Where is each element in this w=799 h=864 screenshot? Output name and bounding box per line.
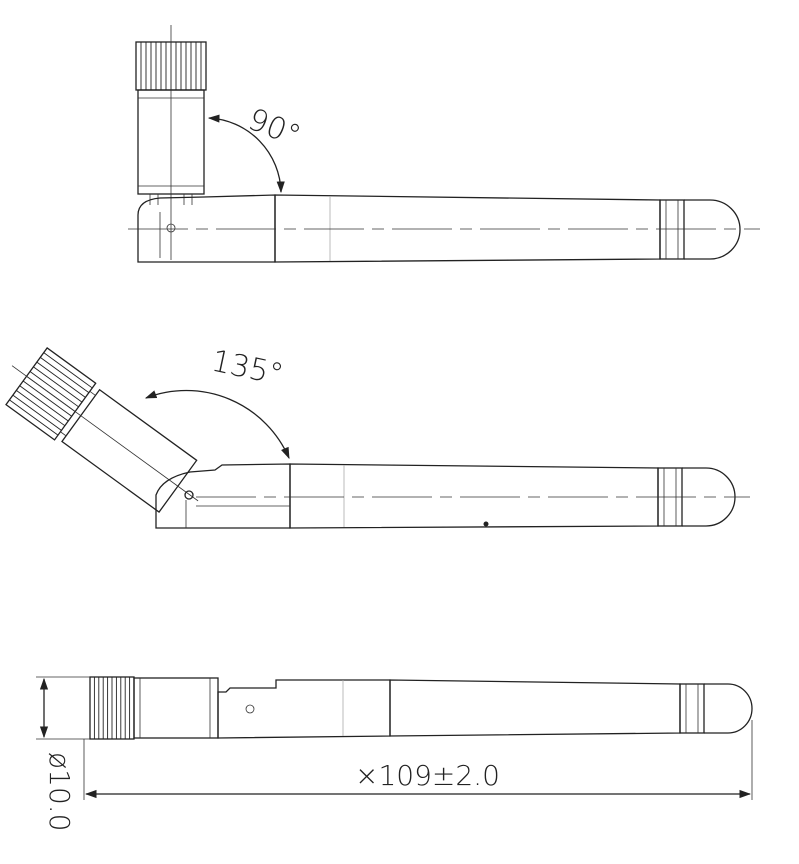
angle-arc-90	[207, 114, 285, 194]
antenna-whip	[274, 194, 661, 263]
connector-body-straight	[133, 677, 219, 739]
hinge-straight	[217, 679, 391, 739]
antenna-whip-straight	[389, 679, 681, 737]
antenna-rings	[659, 199, 685, 260]
diameter-label: ø10.0	[43, 752, 76, 831]
knurl-line	[19, 385, 69, 422]
knurl-line	[22, 380, 72, 417]
knurl-line	[29, 371, 79, 408]
antenna-tip-straight	[704, 683, 753, 734]
knurl-line	[16, 390, 66, 427]
knurl-line	[12, 394, 62, 431]
view-straight: ø10.0 ×109±2.0	[36, 676, 753, 831]
view-folded-135: 135°	[5, 344, 750, 529]
angle-label-135: 135°	[208, 344, 286, 393]
knurl-line	[9, 399, 59, 436]
knurl-line	[40, 357, 90, 394]
knurl-line	[33, 366, 83, 403]
length-label: ×109±2.0	[355, 759, 500, 792]
knurl-line	[36, 361, 86, 398]
antenna-tip	[684, 199, 741, 260]
antenna-whip-tilted-view	[289, 463, 659, 529]
knurl-line	[43, 352, 93, 389]
view-folded-90: 90°	[128, 25, 760, 263]
angle-arc-135	[144, 389, 290, 460]
hinge-joint	[137, 194, 276, 263]
hinge-joint-tilted	[155, 463, 291, 529]
angle-label-90: 90°	[243, 102, 305, 154]
